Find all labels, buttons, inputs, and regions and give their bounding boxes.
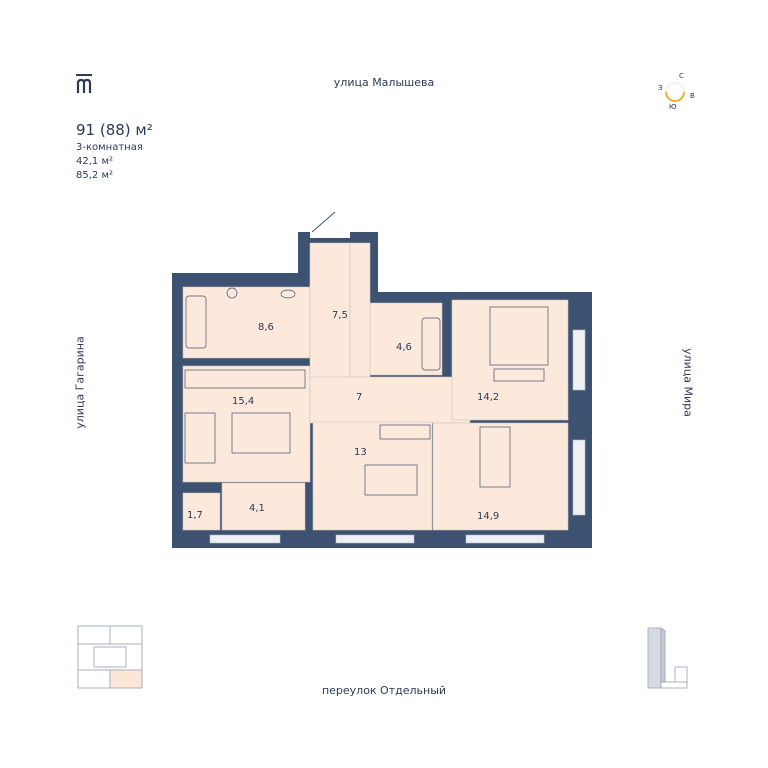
area-wardrobe: 4,1	[249, 503, 265, 514]
room-wardrobe	[221, 482, 306, 531]
area-bathroom: 8,6	[258, 322, 274, 333]
sofa	[184, 412, 216, 464]
room-wc	[369, 302, 443, 376]
bathtub	[185, 295, 207, 349]
secondary-area: 85,2 м²	[76, 170, 113, 181]
room-bedroom	[451, 299, 569, 421]
furniture	[184, 287, 549, 496]
compass-west: З	[658, 84, 663, 92]
kid-bed	[479, 426, 511, 488]
entrance-door	[310, 228, 350, 238]
washer	[226, 287, 238, 299]
room-storage	[182, 492, 221, 531]
bathtub-2	[421, 317, 441, 371]
logo	[76, 74, 92, 98]
area-storage: 1,7	[187, 510, 203, 521]
compass-icon	[665, 82, 685, 102]
room-count: 3-комнатная	[76, 142, 143, 153]
total-area: 91 (88) м²	[76, 121, 153, 139]
room-bathroom	[182, 286, 311, 359]
kitchen-counter	[184, 369, 306, 389]
area-corridor: 7,5	[332, 310, 348, 321]
room-13	[312, 421, 433, 531]
area-room-13: 13	[354, 447, 367, 458]
bed	[489, 306, 549, 366]
area-wc: 4,6	[396, 342, 412, 353]
selected-section	[110, 670, 142, 688]
room-14-9	[432, 422, 569, 531]
bench	[493, 368, 545, 382]
sink	[280, 289, 296, 299]
closet	[349, 242, 371, 378]
desk-bed	[364, 464, 418, 496]
dining-table	[231, 412, 291, 454]
street-top: улица Малышева	[333, 76, 435, 89]
room-hall	[309, 376, 471, 424]
area-room-14-9: 14,9	[477, 511, 499, 522]
shelf	[379, 424, 431, 440]
compass-north: С	[679, 72, 684, 80]
compass: С В Ю З	[655, 72, 695, 112]
building-icon	[647, 627, 688, 689]
compass-east: В	[690, 92, 695, 100]
section-key-plan	[77, 625, 143, 689]
area-kitchen-living: 15,4	[232, 396, 254, 407]
area-bedroom: 14,2	[477, 392, 499, 403]
area-hall: 7	[356, 392, 362, 403]
windows	[209, 329, 586, 544]
living-area: 42,1 м²	[76, 156, 113, 167]
street-bottom: переулок Отдельный	[321, 684, 447, 697]
room-kitchen-living	[182, 365, 311, 483]
compass-south: Ю	[669, 103, 677, 111]
